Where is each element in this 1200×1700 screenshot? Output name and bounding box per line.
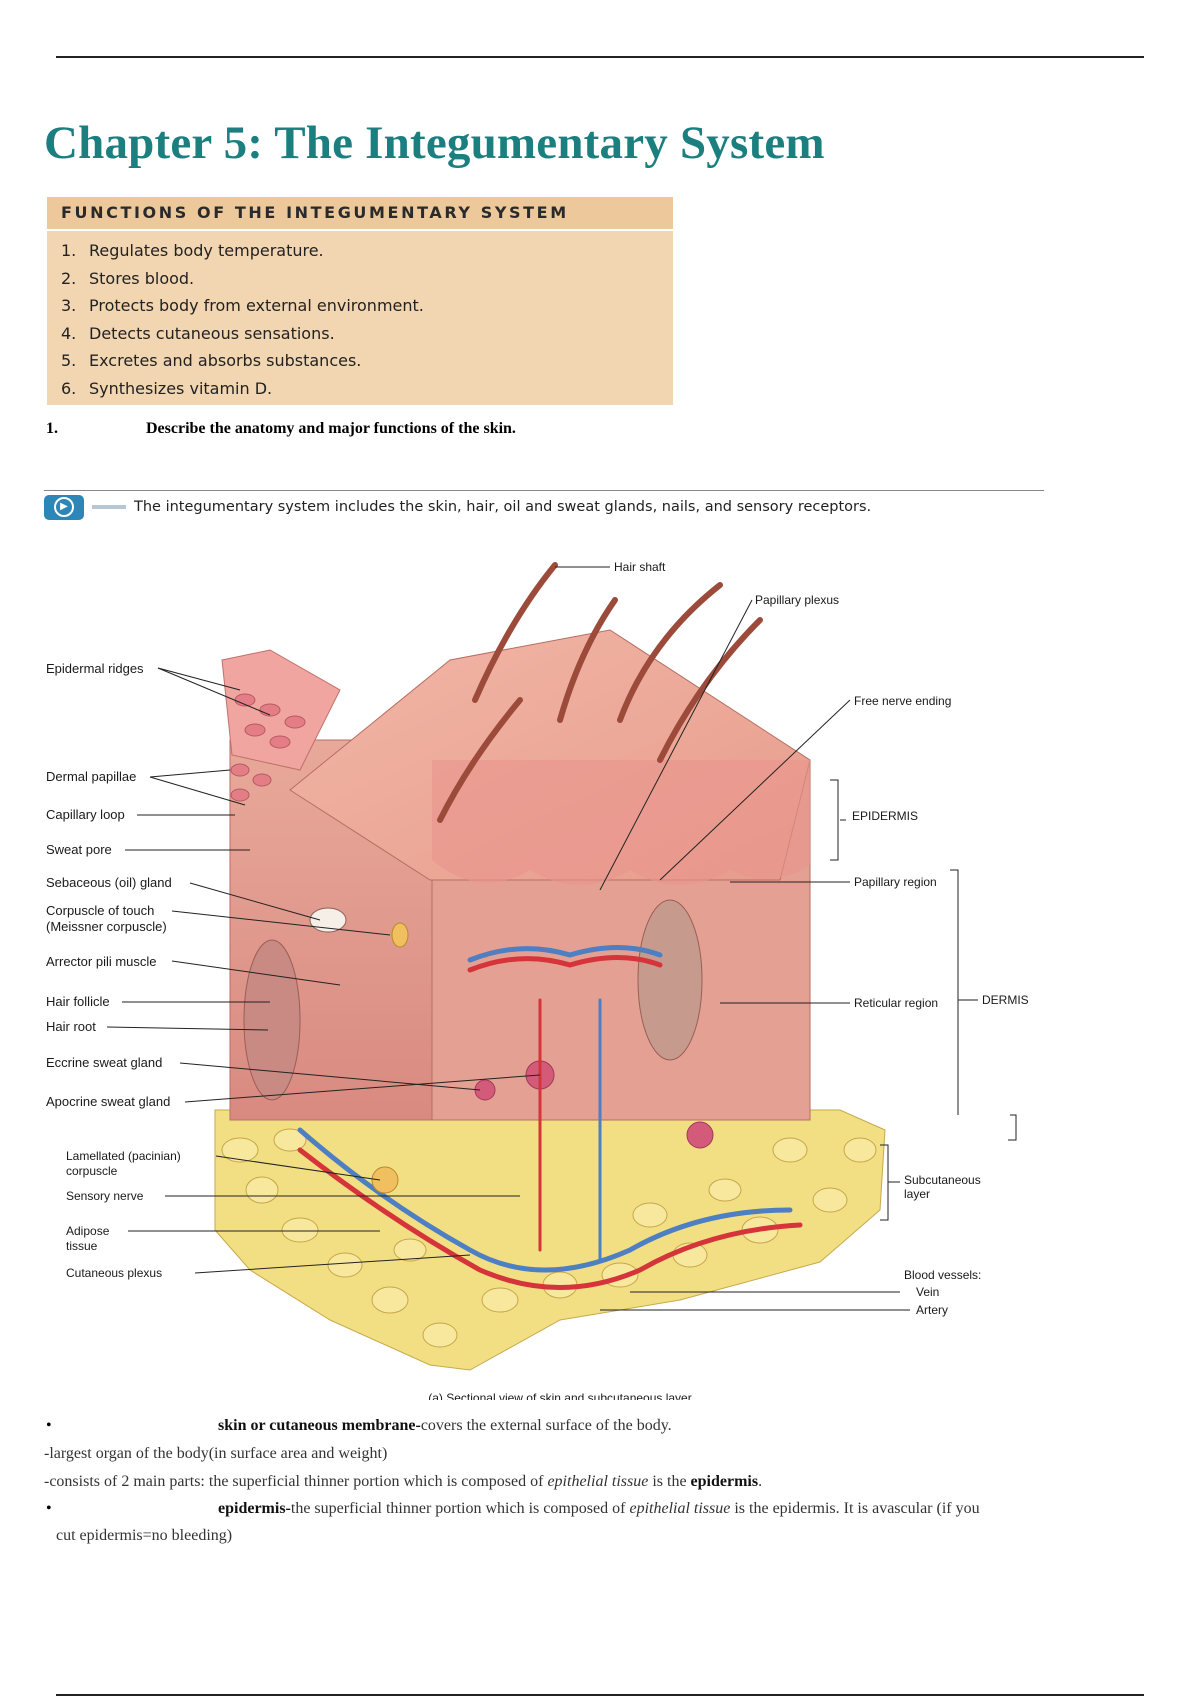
label-vein: Vein	[916, 1285, 939, 1299]
label-dermal-papillae: Dermal papillae	[46, 769, 136, 784]
sebaceous-gland	[309, 907, 347, 933]
skin-cross-section-illustration: Epidermal ridges Dermal papillae Capilla…	[46, 560, 1029, 1400]
label-subcutaneous: Subcutaneous	[904, 1173, 981, 1187]
badge-bar	[92, 505, 126, 509]
function-item: 2.Stores blood.	[61, 268, 195, 288]
label-meissner: (Meissner corpuscle)	[46, 919, 167, 934]
function-item: 6.Synthesizes vitamin D.	[61, 378, 273, 398]
top-rule	[56, 56, 1144, 58]
label-hair-shaft: Hair shaft	[614, 560, 666, 574]
function-item: 4.Detects cutaneous sensations.	[61, 323, 335, 343]
figure-subcaption: (a) Sectional view of skin and subcutane…	[428, 1391, 691, 1400]
label-lamellated: Lamellated (pacinian)	[66, 1149, 181, 1163]
label-papillary-region: Papillary region	[854, 875, 937, 889]
figure-caption: The integumentary system includes the sk…	[134, 499, 872, 515]
label-epidermal-ridges: Epidermal ridges	[46, 661, 144, 676]
label-hair-root: Hair root	[46, 1019, 96, 1034]
function-item: 3.Protects body from external environmen…	[61, 296, 424, 316]
label-sensory-nerve: Sensory nerve	[66, 1189, 144, 1203]
function-item: 5.Excretes and absorbs substances.	[61, 351, 362, 371]
label-arrector-pili: Arrector pili muscle	[46, 954, 157, 969]
bullet-1: •	[46, 1417, 52, 1434]
bullet-2: •	[46, 1500, 52, 1517]
body-line-3: -consists of 2 main parts: the superfici…	[44, 1473, 763, 1490]
body-line-2: -largest organ of the body(in surface ar…	[44, 1445, 388, 1462]
label-corpuscle-touch: Corpuscle of touch	[46, 903, 154, 918]
figure-caption-row: ▶ The integumentary system includes the …	[44, 493, 871, 521]
hair-shafts	[437, 562, 763, 823]
functions-box-heading: FUNCTIONS OF THE INTEGUMENTARY SYSTEM	[47, 197, 673, 231]
figure-rule	[44, 490, 1044, 491]
label-lamellated-2: corpuscle	[66, 1164, 118, 1178]
chapter-title: Chapter 5: The Integumentary System	[44, 117, 825, 169]
label-adipose: Adipose	[66, 1224, 110, 1238]
question-text: Describe the anatomy and major functions…	[146, 420, 516, 437]
label-eccrine-gland: Eccrine sweat gland	[46, 1055, 162, 1070]
functions-box: FUNCTIONS OF THE INTEGUMENTARY SYSTEM 1.…	[47, 197, 673, 405]
left-leader-lines	[106, 667, 541, 1274]
label-epidermis: EPIDERMIS	[852, 809, 918, 823]
right-brackets	[830, 779, 1017, 1221]
hair-follicle	[243, 939, 301, 1101]
bullet-2-continuation: cut epidermis=no bleeding)	[56, 1527, 233, 1544]
bullet-2-text: epidermis-the superficial thinner portio…	[218, 1500, 980, 1517]
media-badge-icon[interactable]: ▶	[44, 494, 84, 520]
label-free-nerve-ending: Free nerve ending	[854, 694, 951, 708]
label-capillary-loop: Capillary loop	[46, 807, 125, 822]
label-papillary-plexus: Papillary plexus	[755, 593, 839, 607]
lamellated-corpuscle	[371, 1166, 399, 1194]
label-reticular-region: Reticular region	[854, 996, 938, 1010]
question-number: 1.	[46, 420, 58, 437]
label-dermis: DERMIS	[982, 993, 1029, 1007]
label-apocrine-gland: Apocrine sweat gland	[46, 1094, 170, 1109]
blood-vessels	[297, 945, 803, 1290]
label-artery: Artery	[916, 1303, 948, 1317]
label-sebaceous-gland: Sebaceous (oil) gland	[46, 875, 172, 890]
epidermis-layer	[432, 760, 810, 885]
label-subcutaneous-2: layer	[904, 1187, 930, 1201]
adipose-lobules	[221, 1128, 877, 1348]
label-adipose-2: tissue	[66, 1239, 98, 1253]
bottom-rule	[56, 1694, 1144, 1696]
right-leader-lines	[555, 566, 910, 1311]
epidermal-ridges-block	[221, 649, 341, 771]
function-item: 1.Regulates body temperature.	[61, 241, 324, 260]
label-cutaneous-plexus: Cutaneous plexus	[66, 1266, 162, 1280]
label-hair-follicle: Hair follicle	[46, 994, 110, 1009]
label-blood-vessels: Blood vessels:	[904, 1268, 981, 1282]
bullet-1-text: skin or cutaneous membrane-covers the ex…	[218, 1417, 672, 1434]
functions-list: 1.Regulates body temperature. 2.Stores b…	[47, 231, 673, 403]
meissner-corpuscle	[391, 922, 409, 948]
label-sweat-pore: Sweat pore	[46, 842, 112, 857]
hair-follicle-right	[637, 899, 703, 1061]
